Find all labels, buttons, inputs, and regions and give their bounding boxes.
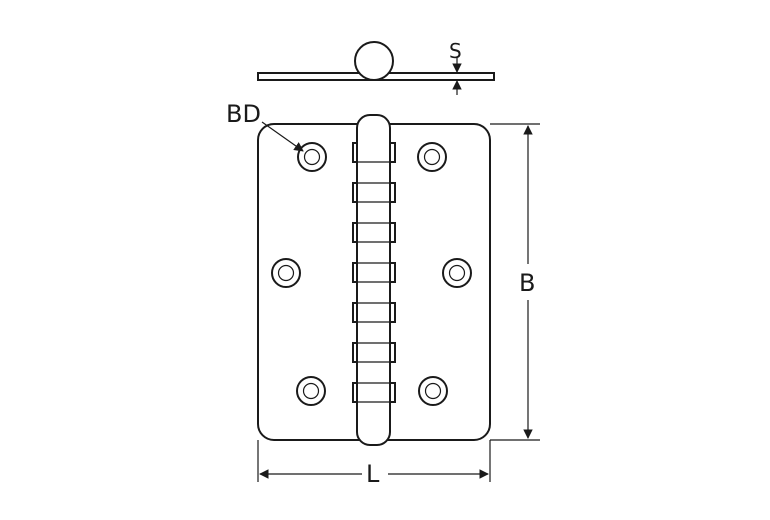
l-dimension: L xyxy=(257,440,491,488)
front-view: BD B L xyxy=(226,100,540,488)
label-l: L xyxy=(366,460,380,488)
bd-leader xyxy=(261,121,304,152)
pin-profile xyxy=(354,41,394,81)
left-leaf-holes xyxy=(271,142,327,406)
side-view: S xyxy=(257,39,495,95)
label-b: B xyxy=(519,269,535,297)
mounting-hole xyxy=(296,376,326,406)
b-dimension: B xyxy=(490,123,540,441)
label-s: S xyxy=(449,39,462,63)
knuckle-barrel xyxy=(356,114,391,446)
bd-callout: BD xyxy=(226,100,304,152)
mounting-hole xyxy=(417,142,447,172)
right-leaf-holes xyxy=(417,142,472,406)
mounting-hole xyxy=(271,258,301,288)
mounting-hole xyxy=(418,376,448,406)
mounting-hole xyxy=(297,142,327,172)
label-bd: BD xyxy=(226,100,261,128)
mounting-hole xyxy=(442,258,472,288)
